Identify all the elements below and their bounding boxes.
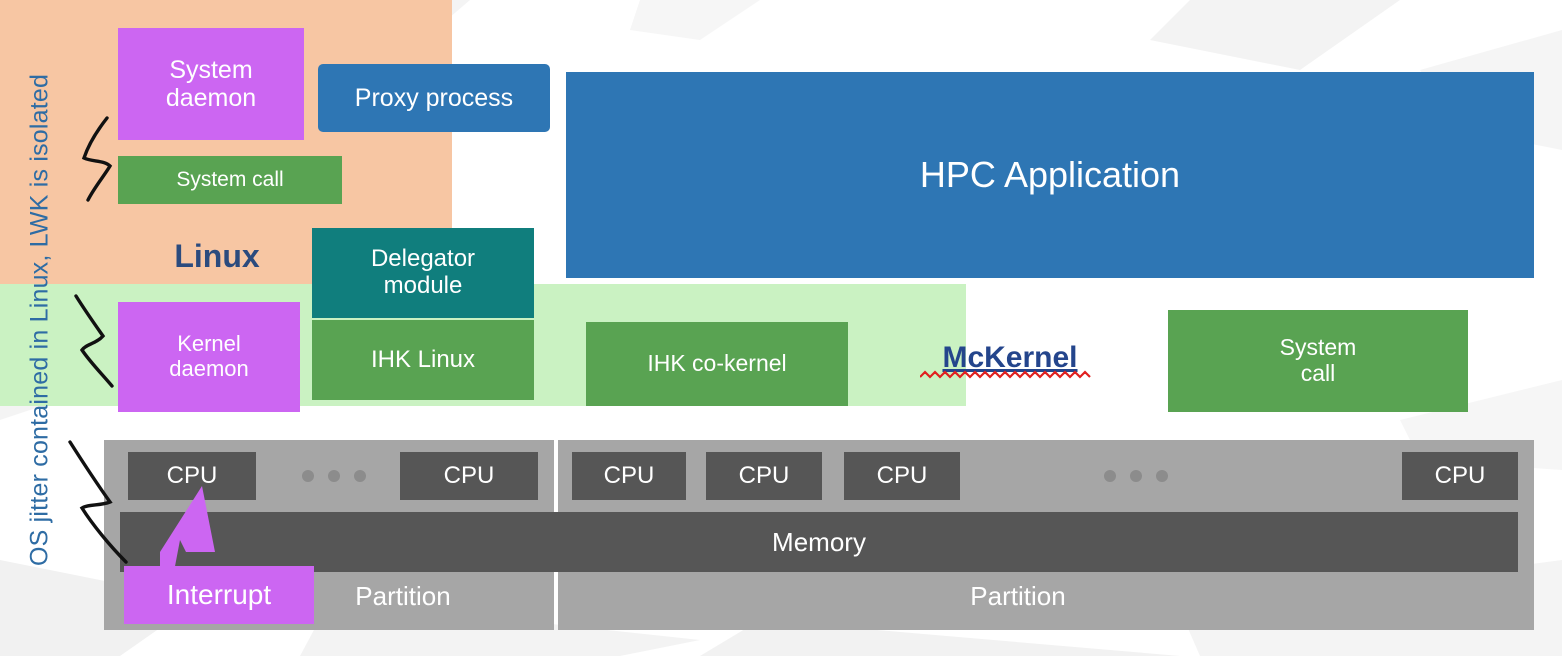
memory-bar: Memory <box>120 512 1518 572</box>
ihk-linux-box: IHK Linux <box>312 320 534 400</box>
proxy-process-box: Proxy process <box>318 64 550 132</box>
cpu-box: CPU <box>706 452 822 500</box>
mckernel-system-call-box: System call <box>1168 310 1468 412</box>
cpu-box: CPU <box>844 452 960 500</box>
ihk-co-kernel-box: IHK co-kernel <box>586 322 848 406</box>
cpu-ellipsis <box>302 470 366 482</box>
mckernel-label: McKernel <box>942 341 1078 374</box>
cpu-ellipsis <box>1104 470 1168 482</box>
cpu-box: CPU <box>128 452 256 500</box>
side-caption: OS jitter contained in Linux, LWK is iso… <box>25 73 54 567</box>
partition-label-left: Partition <box>355 580 451 611</box>
hpc-application-box: HPC Application <box>566 72 1534 278</box>
kernel-daemon-box: Kernel daemon <box>118 302 300 412</box>
linux-label: Linux <box>174 237 260 274</box>
interrupt-callout: Interrupt <box>124 566 314 624</box>
interrupt-callout-tail <box>160 486 215 582</box>
delegator-module-box: Delegator module <box>312 228 534 318</box>
cpu-box: CPU <box>1402 452 1518 500</box>
linux-system-call-box: System call <box>118 156 342 204</box>
spellcheck-squiggle-icon <box>920 370 1091 379</box>
cpu-box: CPU <box>572 452 686 500</box>
partition-label-right: Partition <box>970 580 1066 611</box>
cpu-box: CPU <box>400 452 538 500</box>
system-daemon-box: System daemon <box>118 28 304 140</box>
